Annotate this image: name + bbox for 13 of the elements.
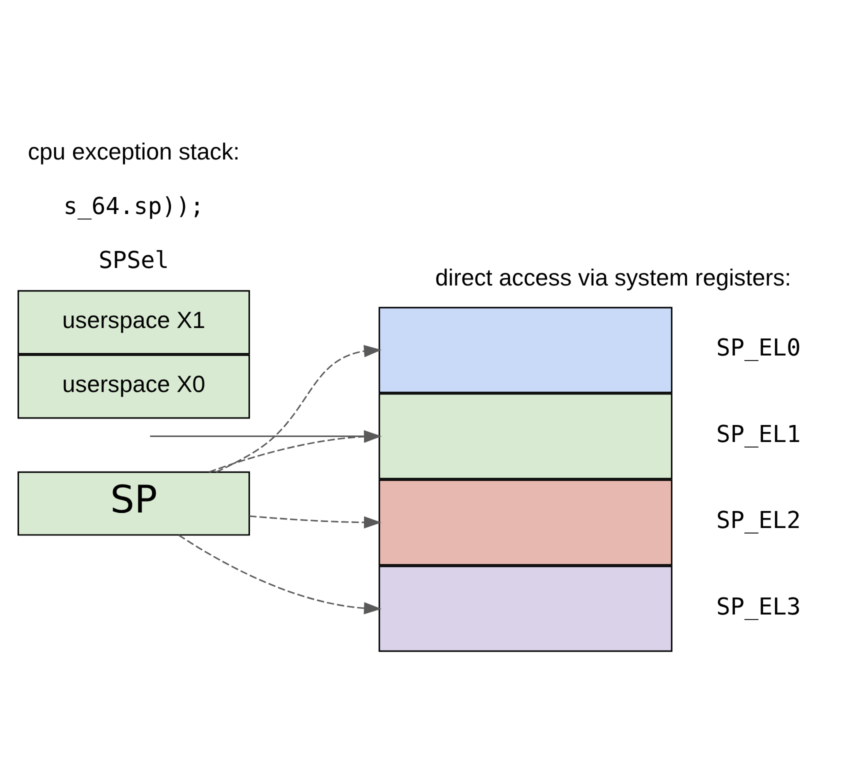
label: s_64.sp)); <box>63 191 204 220</box>
label: cpu exception stack: <box>28 138 240 164</box>
node-label: SP_EL1 <box>716 419 801 448</box>
node-label: SP_EL3 <box>716 592 801 620</box>
label: direct access via system registers: <box>435 264 792 290</box>
arrow <box>178 534 382 614</box>
node-box: userspace X1 <box>18 290 250 354</box>
node-box: userspace X0 <box>18 354 250 418</box>
node-label: SP_EL0 <box>716 333 801 362</box>
label: SPSel <box>98 245 169 274</box>
node-label: SP_EL2 <box>716 506 801 534</box>
arrow <box>249 514 382 528</box>
node-box: SP <box>18 470 250 536</box>
